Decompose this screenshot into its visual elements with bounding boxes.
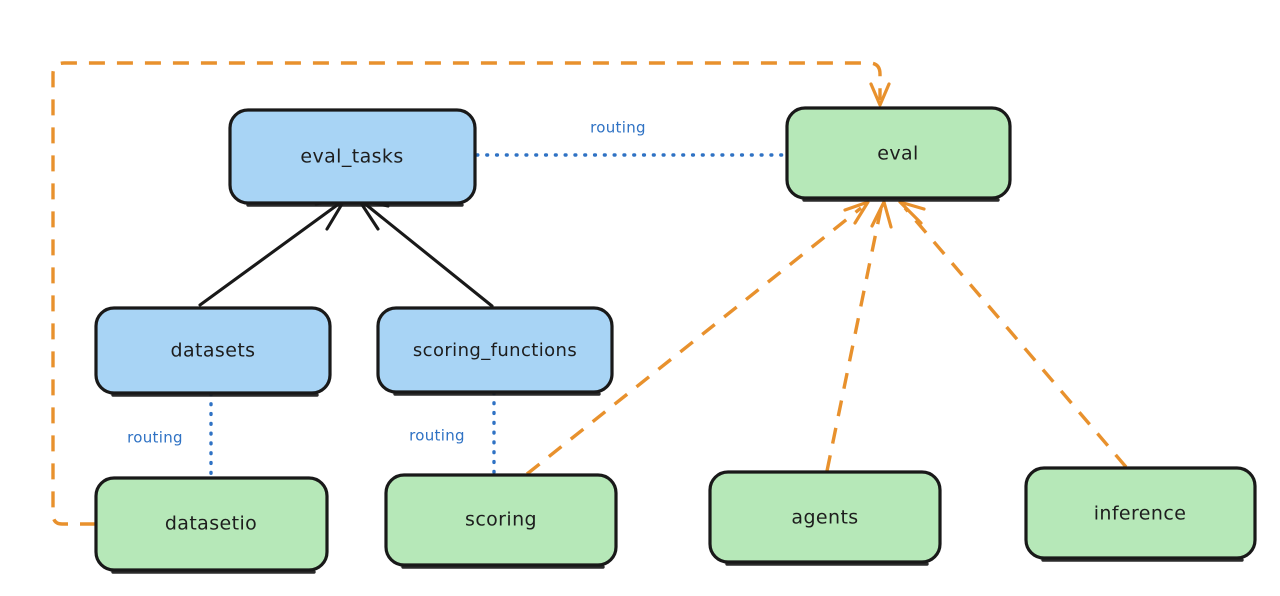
node-scoring_functions-shape[interactable]	[376, 306, 614, 394]
edge-scoring-to-eval	[525, 200, 870, 476]
edge-agents-to-eval	[825, 200, 893, 472]
edge-layer	[51, 61, 1128, 526]
node-inference-shape[interactable]	[1024, 466, 1257, 560]
node-scoring-shape[interactable]	[384, 473, 618, 567]
edge-label-layer: routing routing routing	[127, 119, 646, 447]
node-agents[interactable]: agents	[708, 470, 942, 566]
edge-label-routing-scoring: routing	[409, 427, 465, 445]
node-agents-shape[interactable]	[708, 470, 942, 564]
edge-inference-to-eval	[898, 200, 1128, 469]
node-eval-shape[interactable]	[785, 106, 1012, 200]
node-inference[interactable]: inference	[1024, 466, 1257, 562]
node-datasetio-label: datasetio	[165, 513, 257, 535]
node-eval[interactable]: eval	[785, 106, 1012, 202]
node-eval_tasks-label: eval_tasks	[300, 146, 403, 168]
node-scoring-label: scoring	[465, 509, 537, 531]
node-layer: eval_tasks eval datasets scoring_functio…	[94, 106, 1257, 574]
node-agents-label: agents	[791, 507, 858, 529]
node-inference-label: inference	[1094, 503, 1187, 525]
node-scoring[interactable]: scoring	[384, 473, 618, 569]
node-datasets[interactable]: datasets	[94, 306, 332, 397]
node-eval-label: eval	[877, 143, 918, 165]
edge-label-routing-datasets: routing	[127, 429, 183, 447]
node-scoring_functions[interactable]: scoring_functions	[376, 306, 614, 396]
node-datasetio-shape[interactable]	[94, 476, 329, 572]
node-scoring_functions-label: scoring_functions	[413, 340, 577, 361]
edge-datasets-to-eval_tasks	[198, 197, 347, 307]
node-eval_tasks[interactable]: eval_tasks	[228, 108, 477, 207]
node-datasets-shape[interactable]	[94, 306, 332, 395]
node-eval_tasks-shape[interactable]	[228, 108, 477, 205]
edge-scoring_functions-to-eval_tasks	[357, 198, 494, 308]
edge-label-routing-eval: routing	[590, 119, 646, 137]
node-datasets-label: datasets	[171, 340, 256, 362]
edge-datasetio-to-eval	[51, 61, 891, 526]
node-datasetio[interactable]: datasetio	[94, 476, 329, 574]
